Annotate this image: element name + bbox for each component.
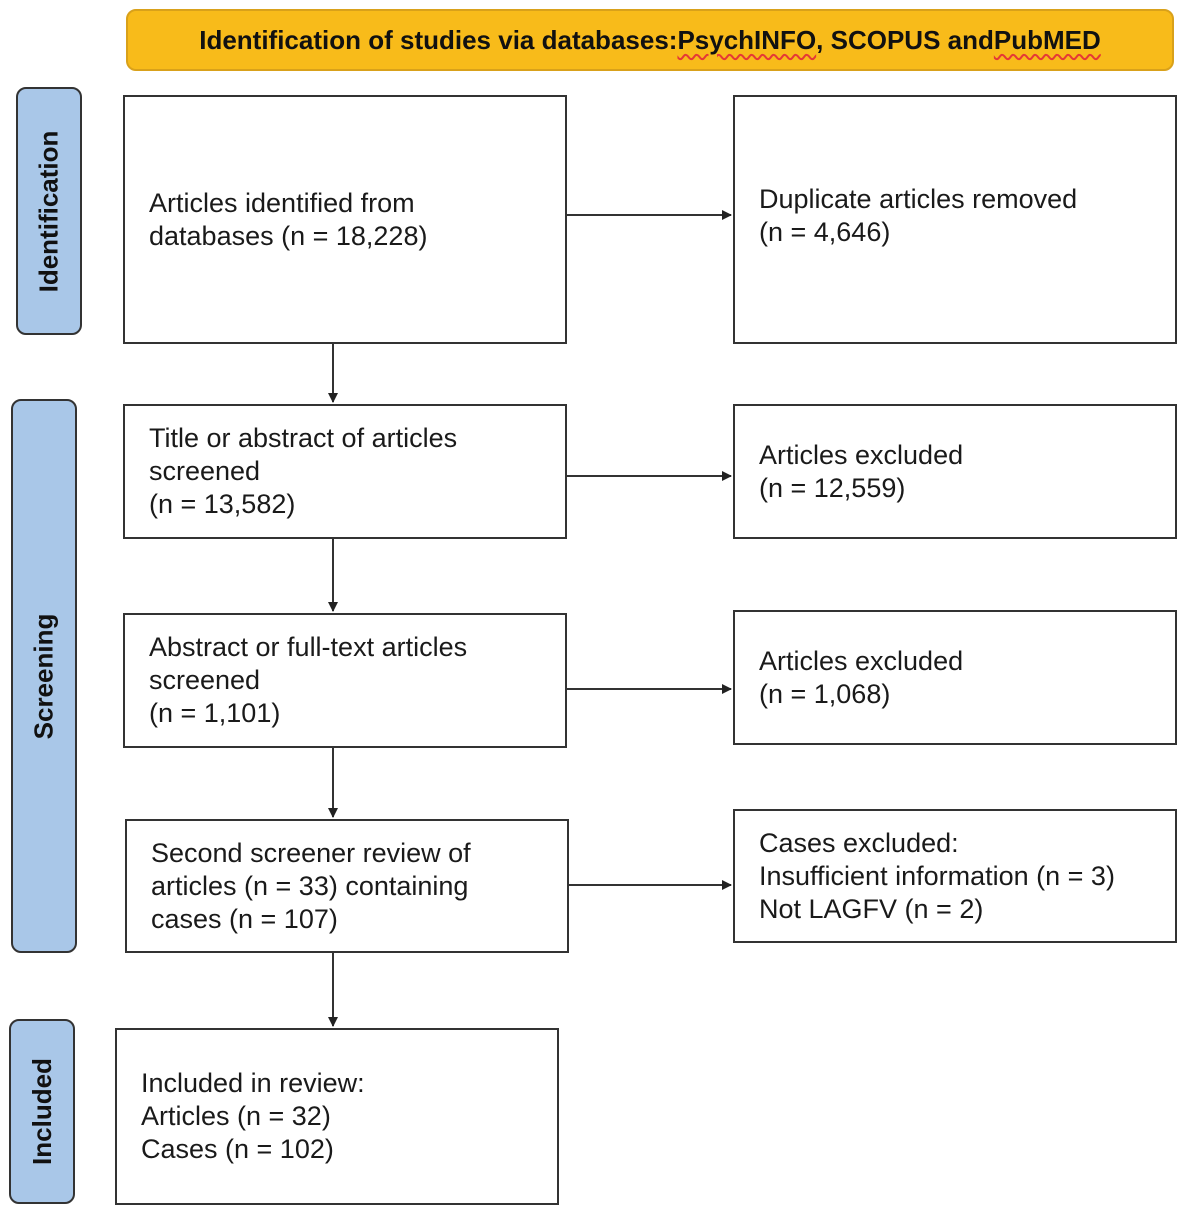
box-line: screened (149, 456, 261, 486)
phase-screening: Screening (11, 399, 77, 953)
box-line: Cases (n = 102) (141, 1134, 334, 1164)
box-cases-excluded: Cases excluded: Insufficient information… (733, 809, 1177, 943)
header-db-psychinfo: PsychINFO (677, 24, 817, 55)
box-fulltext-screened: Abstract or full-text articles screened … (123, 613, 567, 748)
box-line: articles (n = 33) containing (151, 870, 469, 901)
box-line: Duplicate articles removed (759, 184, 1078, 214)
box-identified: Articles identified from databases (n = … (123, 95, 567, 344)
header-db-pubmed: PubMED (993, 24, 1101, 55)
box-line: Not LAGFV (n = 2) (759, 893, 984, 924)
header-sep: , SCOPUS and (816, 24, 994, 55)
box-excluded-1: Articles excluded (n = 12,559) (733, 404, 1177, 539)
box-line: (n = 12,559) (759, 472, 906, 503)
box-line: screened (149, 665, 261, 695)
box-included: Included in review: Articles (n = 32) Ca… (115, 1028, 559, 1205)
box-excluded-2: Articles excluded (n = 1,068) (733, 610, 1177, 745)
box-line: Articles excluded (759, 439, 964, 470)
box-line: Abstract or full-text articles (149, 632, 468, 662)
box-line: databases (n = 18,228) (149, 220, 428, 251)
box-line: cases (n = 107) (151, 903, 338, 934)
box-line: Title or abstract of articles (149, 423, 458, 453)
box-line: Insufficient information (n = 3) (759, 860, 1115, 891)
box-second-review: Second screener review of articles (n = … (125, 819, 569, 953)
box-title-screened: Title or abstract of articles screened (… (123, 404, 567, 539)
box-line: Articles identified from (149, 187, 415, 218)
header-banner: Identification of studies via databases:… (126, 9, 1174, 71)
box-line: Articles (n = 32) (141, 1101, 331, 1131)
box-line: Articles excluded (759, 645, 964, 676)
box-line: (n = 13,582) (149, 489, 296, 519)
phase-identification: Identification (16, 87, 82, 335)
box-line: Cases excluded: (759, 827, 959, 858)
box-line: (n = 4,646) (759, 217, 891, 247)
box-line: Included in review: (141, 1068, 365, 1098)
box-line: Second screener review of (151, 837, 471, 868)
box-duplicates: Duplicate articles removed (n = 4,646) (733, 95, 1177, 344)
box-line: (n = 1,101) (149, 698, 281, 728)
phase-included: Included (9, 1019, 75, 1204)
header-prefix: Identification of studies via databases: (199, 24, 678, 55)
box-line: (n = 1,068) (759, 678, 891, 709)
